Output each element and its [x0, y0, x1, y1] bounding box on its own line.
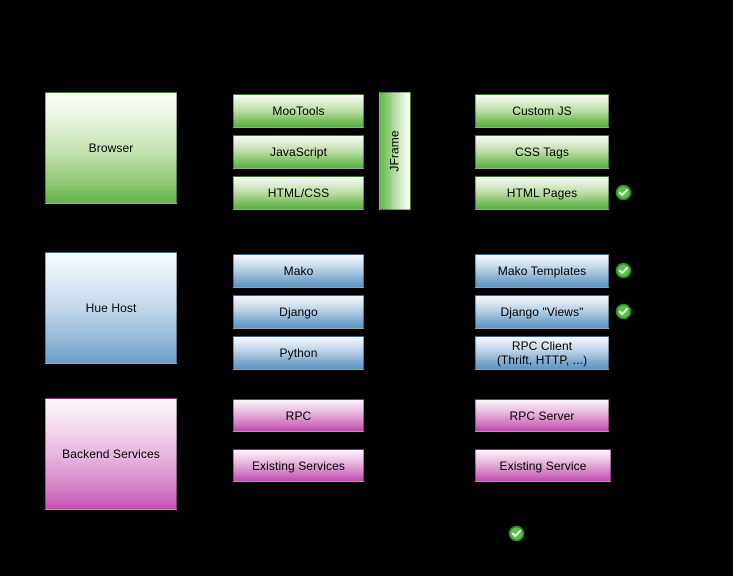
node-css-tags-label: CSS Tags [515, 145, 569, 159]
group-box-hue-host[interactable]: Hue Host [45, 252, 177, 364]
node-html-css-label: HTML/CSS [267, 186, 330, 200]
node-mootools[interactable]: MooTools [233, 94, 364, 128]
node-css-tags[interactable]: CSS Tags [475, 135, 609, 169]
group-box-backend-services[interactable]: Backend Services [45, 398, 177, 510]
node-django[interactable]: Django [233, 295, 364, 329]
node-jframe[interactable]: JFrame [379, 92, 411, 210]
group-box-hue-host-label: Hue Host [85, 301, 137, 315]
node-python[interactable]: Python [233, 336, 364, 370]
node-rpc-client[interactable]: RPC Client (Thrift, HTTP, ...) [475, 336, 609, 370]
node-html-css[interactable]: HTML/CSS [233, 176, 364, 210]
node-existing-service[interactable]: Existing Service [475, 449, 611, 482]
node-existing-services[interactable]: Existing Services [233, 449, 364, 482]
node-existing-services-label: Existing Services [251, 458, 346, 473]
node-rpc-server-label: RPC Server [509, 408, 575, 423]
node-html-pages-label: HTML Pages [506, 186, 578, 200]
node-django-views-label: Django "Views" [500, 305, 584, 319]
node-django-label: Django [279, 305, 318, 319]
node-mako-label: Mako [283, 264, 314, 278]
check-badge-icon [615, 184, 632, 201]
group-box-backend-services-label: Backend Services [62, 447, 160, 461]
node-django-views[interactable]: Django "Views" [475, 295, 609, 329]
node-mako-templates-label: Mako Templates [497, 264, 587, 278]
group-box-browser[interactable]: Browser [45, 92, 177, 204]
node-rpc-label: RPC [285, 408, 312, 423]
node-javascript[interactable]: JavaScript [233, 135, 364, 169]
node-javascript-label: JavaScript [269, 145, 328, 159]
node-python-label: Python [279, 346, 318, 360]
node-rpc-client-label: RPC Client (Thrift, HTTP, ...) [496, 339, 588, 367]
group-box-browser-label: Browser [88, 141, 134, 155]
node-jframe-label: JFrame [388, 130, 402, 172]
legend-check-badge-icon [508, 525, 525, 542]
node-custom-js[interactable]: Custom JS [475, 94, 609, 128]
check-badge-icon [615, 262, 632, 279]
node-rpc[interactable]: RPC [233, 399, 364, 432]
node-rpc-server[interactable]: RPC Server [475, 399, 609, 432]
node-mako-templates[interactable]: Mako Templates [475, 254, 609, 288]
node-mako[interactable]: Mako [233, 254, 364, 288]
check-badge-icon [615, 303, 632, 320]
node-html-pages[interactable]: HTML Pages [475, 176, 609, 210]
node-custom-js-label: Custom JS [512, 104, 572, 118]
node-mootools-label: MooTools [272, 104, 325, 118]
node-existing-service-label: Existing Service [499, 458, 587, 473]
